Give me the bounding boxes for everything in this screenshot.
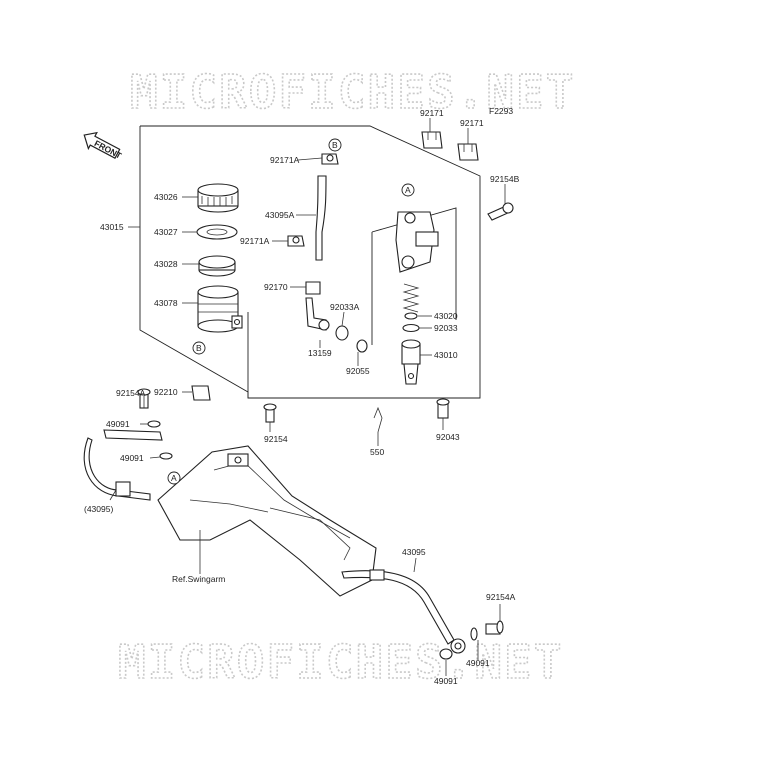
label-92055: 92055 — [346, 366, 370, 376]
cotter-pin — [373, 406, 383, 433]
callout-b-top: B — [328, 138, 342, 152]
label-43010: 43010 — [434, 350, 458, 360]
label-92171a-mid: 92171A — [240, 236, 270, 246]
label-43026: 43026 — [154, 192, 178, 202]
callout-a-bottom: A — [167, 471, 181, 485]
label-92171-left: 92171 — [420, 108, 444, 118]
label-92043: 92043 — [436, 432, 460, 442]
label-92210: 92210 — [154, 387, 178, 397]
watermark-top: MICROFICHES.NET — [130, 65, 575, 119]
leader-lines — [109, 118, 506, 676]
label-92171a-top: 92171A — [270, 155, 300, 165]
washer-right-a — [470, 627, 478, 641]
bracket-92210 — [191, 385, 211, 401]
diaphragm — [198, 255, 236, 277]
label-49091-b: 49091 — [120, 453, 144, 463]
label-92154a-right: 92154A — [486, 592, 516, 602]
svg-text:B: B — [196, 343, 202, 353]
washer-left-b — [159, 452, 173, 460]
hose-clip-right — [457, 143, 479, 161]
label-92154b: 92154B — [490, 174, 520, 184]
banjo-bolt-right — [485, 620, 504, 635]
reservoir-tank — [197, 285, 243, 333]
assembly-outline — [139, 125, 481, 399]
o-ring-92033a — [335, 325, 349, 341]
label-43028: 43028 — [154, 259, 178, 269]
seal-92033 — [402, 323, 420, 333]
reservoir-hose — [315, 175, 327, 261]
label-92154: 92154 — [264, 434, 288, 444]
front-label: FRONT — [93, 138, 124, 161]
label-92170: 92170 — [264, 282, 288, 292]
bolt-92154b — [487, 202, 514, 221]
label-92033a: 92033A — [330, 302, 360, 312]
label-ref-swingarm: Ref.Swingarm — [172, 574, 225, 584]
label-43095: 43095 — [402, 547, 426, 557]
label-49091-c: 49091 — [466, 658, 490, 668]
svg-text:A: A — [405, 185, 411, 195]
o-ring-92055 — [356, 339, 368, 353]
reservoir-cap — [197, 183, 239, 213]
label-43078: 43078 — [154, 298, 178, 308]
label-550: 550 — [370, 447, 384, 457]
swingarm — [157, 445, 377, 597]
master-cylinder-body — [395, 211, 439, 273]
watermark-bottom: MICROFICHES.NET — [118, 635, 563, 689]
washer-right-b — [439, 648, 453, 660]
label-49091-a: 49091 — [106, 419, 130, 429]
diaphragm-plate — [196, 224, 238, 240]
label-43095-paren: (43095) — [84, 504, 113, 514]
hose-joint — [305, 297, 330, 331]
figure-code: F2293 — [489, 106, 513, 116]
hose-clamp-lower — [305, 281, 321, 295]
callout-b-bottom: B — [192, 341, 206, 355]
label-43095a: 43095A — [265, 210, 295, 220]
label-13159: 13159 — [308, 348, 332, 358]
label-43015: 43015 — [100, 222, 124, 232]
label-43020: 43020 — [434, 311, 458, 321]
label-92154a-left: 92154A — [116, 388, 146, 398]
brake-hose-lower — [341, 569, 455, 645]
banjo-fitting — [450, 638, 466, 654]
hose-clamp-mid — [287, 235, 305, 247]
washer-left-a — [147, 420, 161, 428]
hose-clamp-top — [321, 153, 339, 165]
label-92171-right: 92171 — [460, 118, 484, 128]
brake-hose-upper — [83, 429, 163, 501]
label-43027: 43027 — [154, 227, 178, 237]
piston-spring — [402, 283, 420, 320]
front-arrow-icon: FRONT — [83, 131, 124, 161]
bolt-92154 — [263, 403, 277, 423]
piston-assembly — [401, 339, 421, 385]
svg-text:A: A — [171, 473, 177, 483]
callout-a-top: A — [401, 183, 415, 197]
label-92033: 92033 — [434, 323, 458, 333]
pin-92043 — [436, 398, 450, 419]
hose-clip-left — [421, 131, 443, 149]
svg-text:B: B — [332, 140, 338, 150]
label-49091-d: 49091 — [434, 676, 458, 686]
